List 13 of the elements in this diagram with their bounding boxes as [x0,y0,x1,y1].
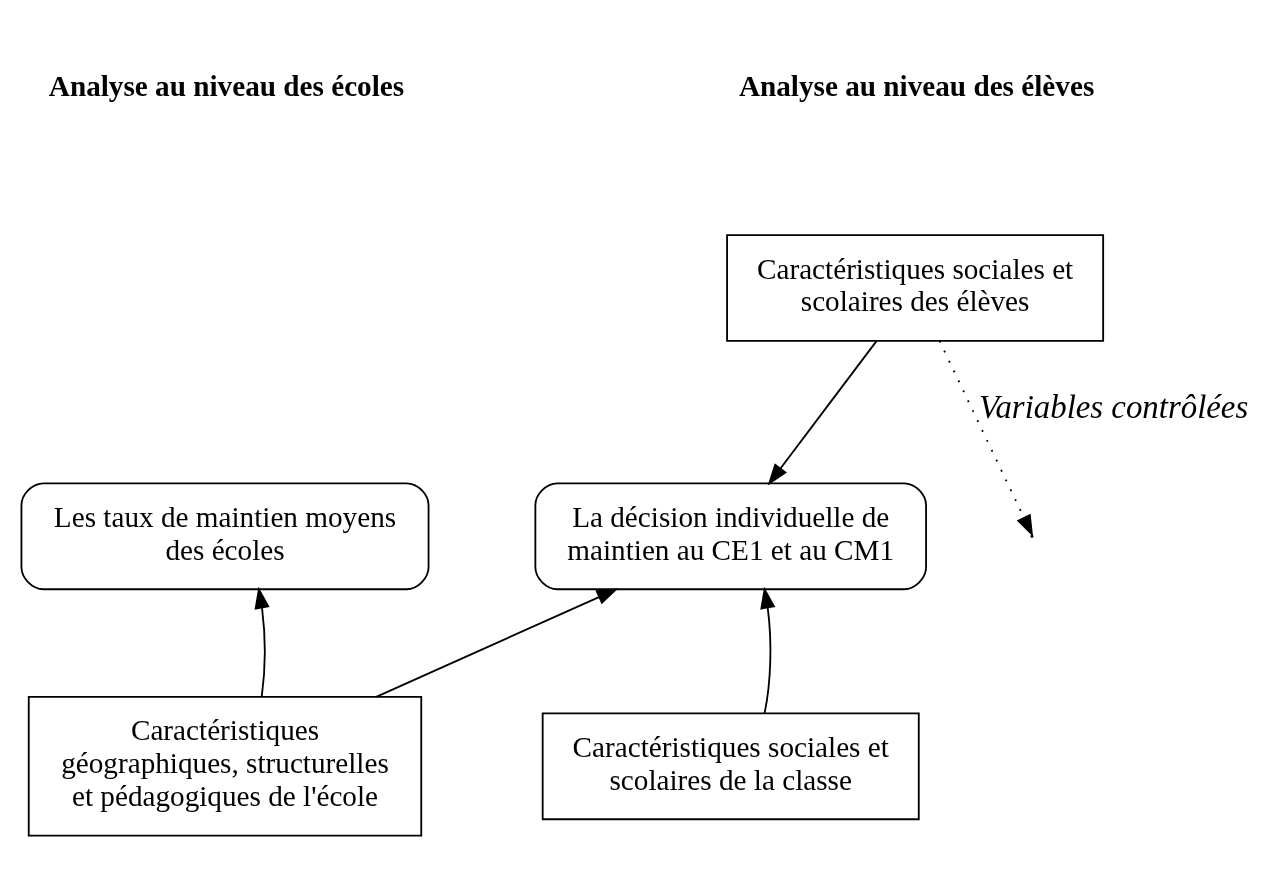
node-box: Caractéristiques géographiques, structurelles et pédagogiques de l'école [27,696,423,837]
arrow [938,340,1034,537]
arrow [254,586,270,698]
node-box: Caractéristiques sociales et scolaires de la classe [541,712,920,821]
label: Analyse au niveau des écoles [48,69,405,102]
node-box: Les taux de maintien moyens des écoles [20,482,430,591]
node-box: Caractéristiques sociales et scolaires des élèves [726,234,1105,342]
label: Analyse au niveau des élèves [738,69,1095,102]
arrow [767,340,878,486]
arrow [760,586,776,715]
node-box: La décision individuelle de maintien au CE1 et au CM1 [534,482,927,591]
arrow [375,588,619,698]
edge-label: Variables contrôlées [979,389,1249,426]
